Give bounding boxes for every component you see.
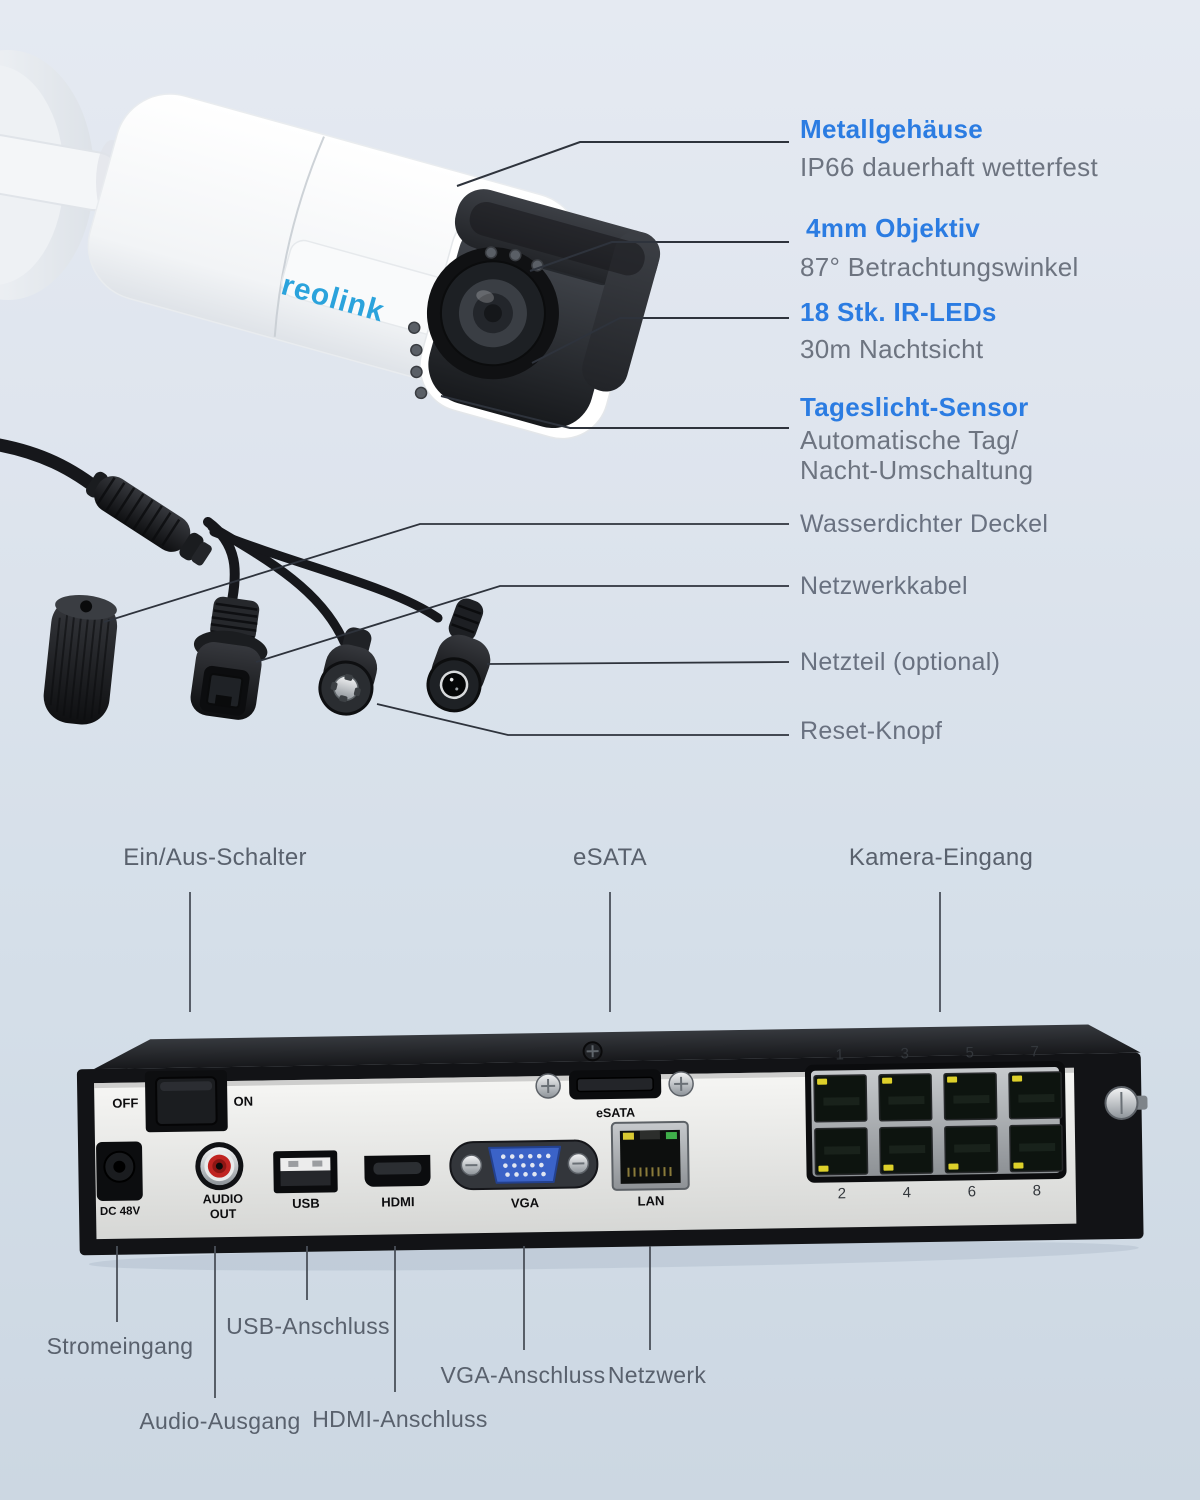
callout-line-objektiv [529, 241, 789, 272]
on-label: ON [233, 1094, 253, 1109]
vga-port [449, 1139, 599, 1191]
lan-label: LAN [637, 1193, 664, 1208]
callout-line-tageslicht [440, 395, 789, 429]
callout-line-reset [376, 703, 789, 736]
lan-port [610, 1120, 690, 1191]
esata-panel-label: eSATA [596, 1106, 635, 1121]
ir-led-array [407, 246, 544, 400]
off-label: OFF [112, 1095, 138, 1110]
nvr-illustration: OFF ON DC 48V AUDIO OUT USB [76, 1024, 1148, 1271]
callout-line-netzwerkkabel [255, 585, 789, 663]
port-number: 2 [838, 1185, 847, 1202]
feature-title-metallgehaeuse: Metallgehäuse [800, 114, 984, 144]
camera-hood [454, 189, 661, 392]
feature-desc-objektiv: 87° Betrachtungswinkel [800, 252, 1079, 282]
port-number: 6 [968, 1183, 977, 1200]
port-leds [817, 1075, 1024, 1172]
nvr-label-kamera-eingang: Kamera-Eingang [848, 844, 1034, 871]
cable-illustration [0, 438, 491, 725]
cable-label-deckel: Wasserdichter Deckel [800, 510, 1049, 538]
usb-label: USB [292, 1196, 320, 1211]
cable-label-netzteil: Netzteil (optional) [800, 648, 1001, 676]
cable-splitter [86, 471, 212, 566]
nvr-top-surface [93, 1024, 1141, 1070]
feature-title-irleds: 18 Stk. IR-LEDs [800, 297, 997, 327]
dc-label: DC 48V [100, 1205, 141, 1218]
port-number: 1 [835, 1046, 844, 1063]
camera-illustration: reolink [0, 50, 661, 440]
hdmi-port [364, 1154, 431, 1187]
nvr-label-vga-anschluss: VGA-Anschluss [440, 1362, 606, 1388]
nvr-label-schalter: Ein/Aus-Schalter [123, 844, 307, 871]
port-number: 4 [903, 1184, 912, 1201]
callout-line-deckel [103, 523, 789, 623]
cable-label-netzwerkkabel: Netzwerkkabel [800, 572, 968, 600]
feature-desc-tageslicht-line2: Nacht-Umschaltung [800, 455, 1034, 485]
dc-input-port [96, 1141, 143, 1201]
camera-input-ports: 1 3 5 7 2 4 6 8 [804, 1043, 1067, 1202]
callout-line-netzteil [486, 661, 790, 665]
callout-line-metallgehaeuse [456, 141, 789, 187]
power-switch [144, 1070, 228, 1133]
nvr-label-usb-anschluss: USB-Anschluss [226, 1313, 390, 1339]
nvr-label-audio-ausgang: Audio-Ausgang [139, 1408, 301, 1434]
reset-connector [318, 627, 378, 716]
callout-line-irleds [531, 317, 789, 364]
feature-desc-tageslicht-line1: Automatische Tag/ [800, 425, 1019, 455]
thumbscrew [1104, 1085, 1148, 1120]
hdmi-label: HDMI [381, 1194, 414, 1210]
feature-title-tageslicht: Tageslicht-Sensor [800, 392, 1029, 422]
feature-desc-metallgehaeuse: IP66 dauerhaft wetterfest [800, 152, 1099, 182]
waterproof-cap [43, 595, 118, 725]
port-number: 8 [1033, 1182, 1042, 1199]
nvr-label-netzwerk: Netzwerk [607, 1362, 707, 1388]
dc-connector [426, 598, 491, 713]
feature-title-objektiv: 4mm Objektiv [806, 213, 981, 243]
vga-label: VGA [511, 1195, 540, 1210]
callout-lines [103, 141, 941, 1398]
port-number: 5 [965, 1044, 974, 1061]
esata-port [535, 1041, 694, 1100]
audio-label-line2: OUT [210, 1207, 237, 1221]
port-number: 7 [1030, 1043, 1039, 1060]
audio-out-port [195, 1142, 244, 1191]
nvr-label-stromeingang: Stromeingang [46, 1333, 194, 1359]
audio-label-line1: AUDIO [203, 1192, 244, 1207]
nvr-label-hdmi-anschluss: HDMI-Anschluss [312, 1406, 488, 1432]
camera-lens [426, 247, 559, 380]
feature-desc-irleds: 30m Nachtsicht [800, 334, 984, 364]
cable-label-reset: Reset-Knopf [800, 717, 943, 745]
nvr-label-esata: eSATA [573, 844, 647, 871]
rj45-connector [190, 596, 268, 720]
port-number: 3 [900, 1045, 909, 1062]
usb-port [273, 1150, 338, 1194]
